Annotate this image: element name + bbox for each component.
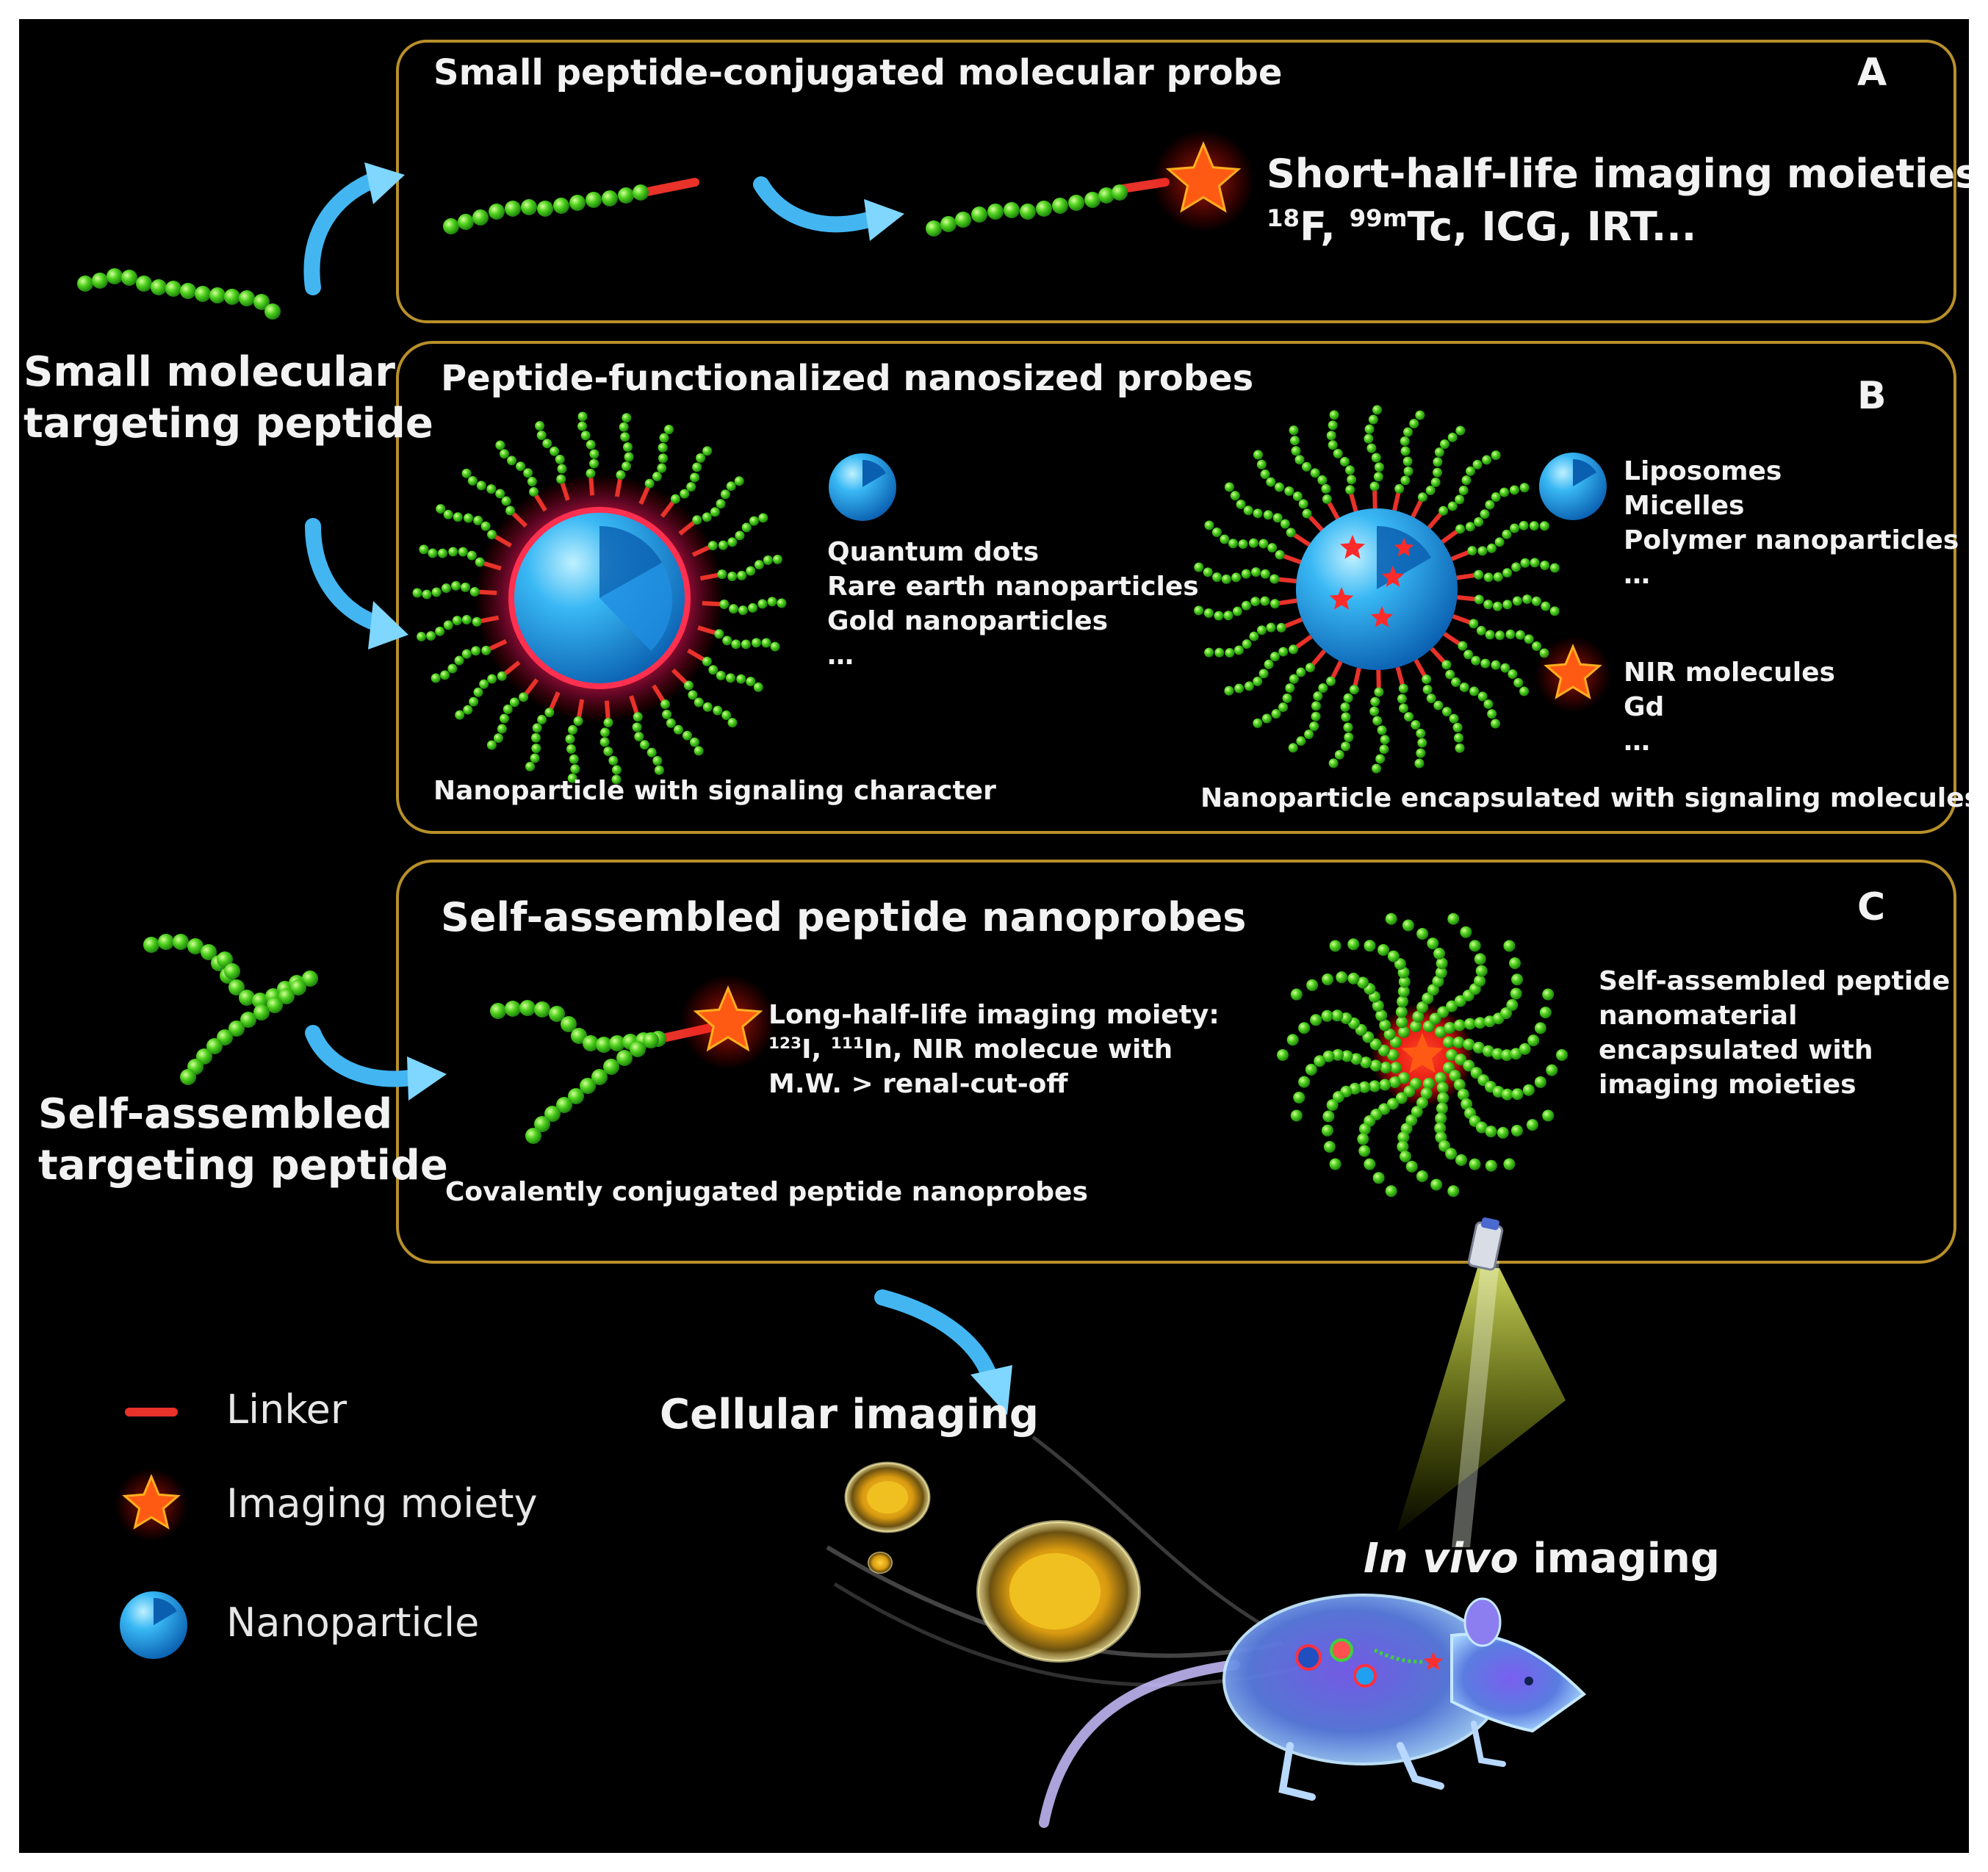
panel-a-letter: A xyxy=(1857,51,1887,95)
legend-imaging-moiety-label: Imaging moiety xyxy=(226,1480,538,1527)
list-item: Polymer nanoparticles xyxy=(1624,525,1959,555)
arrow-to-cellular-imaging xyxy=(874,1289,1012,1415)
side-label-line: targeting peptide xyxy=(24,400,433,447)
panel-b-carrier-list: Liposomes Micelles Polymer nanoparticles… xyxy=(1624,454,1959,592)
panel-b-left-caption: Nanoparticle with signaling character xyxy=(433,776,996,806)
legend-linker-label: Linker xyxy=(226,1386,347,1433)
panel-a-moieties-list: 18F, 99mTc, ICG, IRT... xyxy=(1267,204,1696,250)
list-item: Gold nanoparticles xyxy=(827,606,1109,636)
isotope-mass: 111 xyxy=(830,1034,864,1053)
nanoparticle-signaling xyxy=(412,411,787,785)
panel-b-frame xyxy=(396,341,1956,834)
in-vivo-imaging-label: In vivo imaging xyxy=(1364,1535,1720,1583)
side-label-line: Self-assembled xyxy=(38,1090,393,1138)
arrow-to-panel-a xyxy=(303,162,405,295)
legend-nanoparticle-label: Nanoparticle xyxy=(226,1599,480,1646)
isotope-symbol: F, xyxy=(1300,204,1336,250)
cell-small xyxy=(844,1461,931,1533)
imaging-star-b xyxy=(1535,636,1611,713)
description-line: imaging moieties xyxy=(1599,1070,1856,1100)
panel-b-left-list: Quantum dots Rare earth nanoparticles Go… xyxy=(827,535,1199,673)
mouse-illustration xyxy=(1039,1594,1587,1828)
list-item: Quantum dots xyxy=(827,537,1040,567)
list-item: … xyxy=(827,641,854,671)
nanoparticle-icon xyxy=(120,1591,187,1659)
nanoparticle-icon-b-right xyxy=(1539,453,1607,520)
side-label-self-assembled: Self-assembled targeting peptide xyxy=(38,1089,448,1192)
panel-a-title: Small peptide-conjugated molecular probe xyxy=(433,52,1283,93)
self-assembled-nanomaterial xyxy=(1277,912,1568,1198)
side-label-line: targeting peptide xyxy=(38,1142,448,1189)
panel-c-moiety-text: Long-half-life imaging moiety: 123I, 111… xyxy=(768,998,1220,1101)
panel-c-frame xyxy=(396,860,1956,1264)
self-assembled-peptide-left xyxy=(143,934,318,1085)
arrow-to-panel-c xyxy=(305,1025,447,1101)
list-item: … xyxy=(1624,560,1650,590)
side-label-line: Small molecular xyxy=(24,348,396,396)
moiety-isotopes: 123I, 111In, NIR molecue with xyxy=(768,1032,1220,1067)
imaging-star-a xyxy=(1152,129,1255,232)
panel-c-letter: C xyxy=(1857,885,1886,929)
nanoparticle-icon-b-left xyxy=(829,453,896,521)
panel-b-letter: B xyxy=(1857,374,1887,418)
figure-canvas: Small peptide-conjugated molecular probe… xyxy=(19,19,1969,1853)
arrow-in-panel-a xyxy=(753,176,904,241)
isotope-symbol: I, xyxy=(802,1034,822,1065)
panel-c-left-caption: Covalently conjugated peptide nanoprobes xyxy=(445,1177,1088,1207)
list-item: Gd xyxy=(1624,692,1665,722)
cellular-imaging-label: Cellular imaging xyxy=(660,1391,1040,1439)
in-vivo-italic: In vivo xyxy=(1364,1535,1519,1583)
panel-c-title: Self-assembled peptide nanoprobes xyxy=(441,894,1247,940)
panel-b-right-caption: Nanoparticle encapsulated with signaling… xyxy=(1200,783,1969,813)
list-item: NIR molecules xyxy=(1624,658,1835,688)
panel-c-right-description: Self-assembled peptide nanomaterial enca… xyxy=(1599,964,1950,1102)
description-line: nanomaterial xyxy=(1599,1001,1798,1031)
peptide-chain-a2 xyxy=(926,178,1170,237)
isotope-mass: 123 xyxy=(768,1034,802,1053)
lamp-icon xyxy=(1467,1217,1504,1271)
description-line: encapsulated with xyxy=(1599,1035,1873,1065)
arrow-to-panel-b xyxy=(305,518,408,649)
cell-tiny xyxy=(868,1552,893,1574)
light-beam xyxy=(1397,1261,1566,1547)
isotope-mass: 99m xyxy=(1349,204,1408,232)
list-item: Micelles xyxy=(1624,491,1745,521)
star-icon xyxy=(115,1468,188,1541)
description-line: Self-assembled peptide xyxy=(1599,966,1951,996)
moiety-heading: Long-half-life imaging moiety: xyxy=(768,1000,1220,1030)
panel-b-signal-list: NIR molecules Gd … xyxy=(1624,655,1835,759)
panel-b-title: Peptide-functionalized nanosized probes xyxy=(441,358,1254,399)
figure-graphics xyxy=(77,40,1956,1828)
imaging-star-c xyxy=(680,974,776,1070)
moiety-line: M.W. > renal-cut-off xyxy=(768,1069,1068,1099)
isotope-symbol: In, NIR molecue with xyxy=(863,1034,1173,1065)
peptide-chain-a1 xyxy=(443,178,699,234)
list-item: Liposomes xyxy=(1624,456,1782,486)
list-item: … xyxy=(1624,727,1650,757)
isotope-symbol: Tc, xyxy=(1407,204,1468,250)
nanoparticle-encapsulated xyxy=(1194,405,1560,774)
cell-large xyxy=(976,1520,1141,1663)
isotope-mass: 18 xyxy=(1267,204,1300,232)
panel-a-moieties-heading: Short-half-life imaging moieties: xyxy=(1267,151,1969,197)
peptide-chain-left xyxy=(77,268,281,320)
side-label-small-peptide: Small molecular targeting peptide xyxy=(24,347,433,450)
list-item: Rare earth nanoparticles xyxy=(827,572,1199,602)
moieties-rest: ICG, IRT... xyxy=(1481,204,1697,250)
peptide-probe-c xyxy=(490,1000,718,1144)
in-vivo-rest: imaging xyxy=(1533,1535,1720,1583)
